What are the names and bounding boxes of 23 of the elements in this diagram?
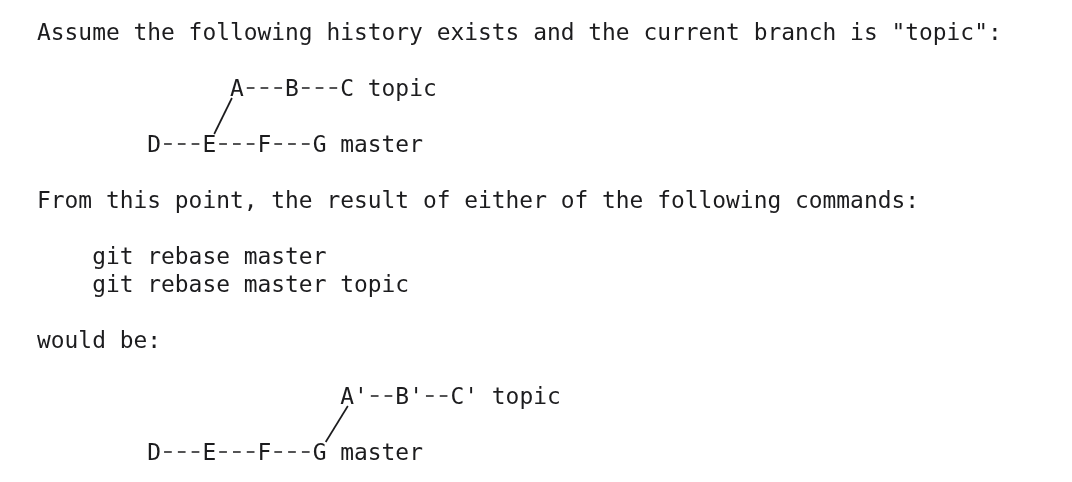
- commit-letter: C: [340, 78, 354, 98]
- branch-label: master: [340, 134, 423, 154]
- command-line: git rebase master topic: [92, 270, 410, 298]
- commit-letter: E: [202, 134, 217, 154]
- commit-letter: B': [395, 386, 423, 406]
- instruction-text: Assume the following history exists and the current branch is "topic":: [37, 18, 1002, 46]
- instruction-text: From this point, the result of either of the following commands:: [37, 186, 919, 214]
- commit-letter: E: [202, 442, 217, 462]
- commit-letter: G: [312, 442, 327, 462]
- commit-letter: A': [340, 386, 368, 406]
- commit-letter: G: [312, 134, 327, 154]
- commit-letter: F: [257, 442, 272, 462]
- branch-line: [213, 97, 233, 135]
- commit-letter: B: [285, 78, 299, 98]
- commit-letter: C': [450, 386, 479, 406]
- commit-letter: F: [257, 134, 272, 154]
- commit-letter: D: [147, 442, 162, 462]
- commit-letter: A: [229, 78, 244, 98]
- instruction-text: would be:: [37, 326, 162, 354]
- branch-label: master: [340, 442, 423, 462]
- command-line: git rebase master: [92, 242, 327, 270]
- commit-letter: D: [147, 134, 162, 154]
- branch-line: [324, 405, 349, 443]
